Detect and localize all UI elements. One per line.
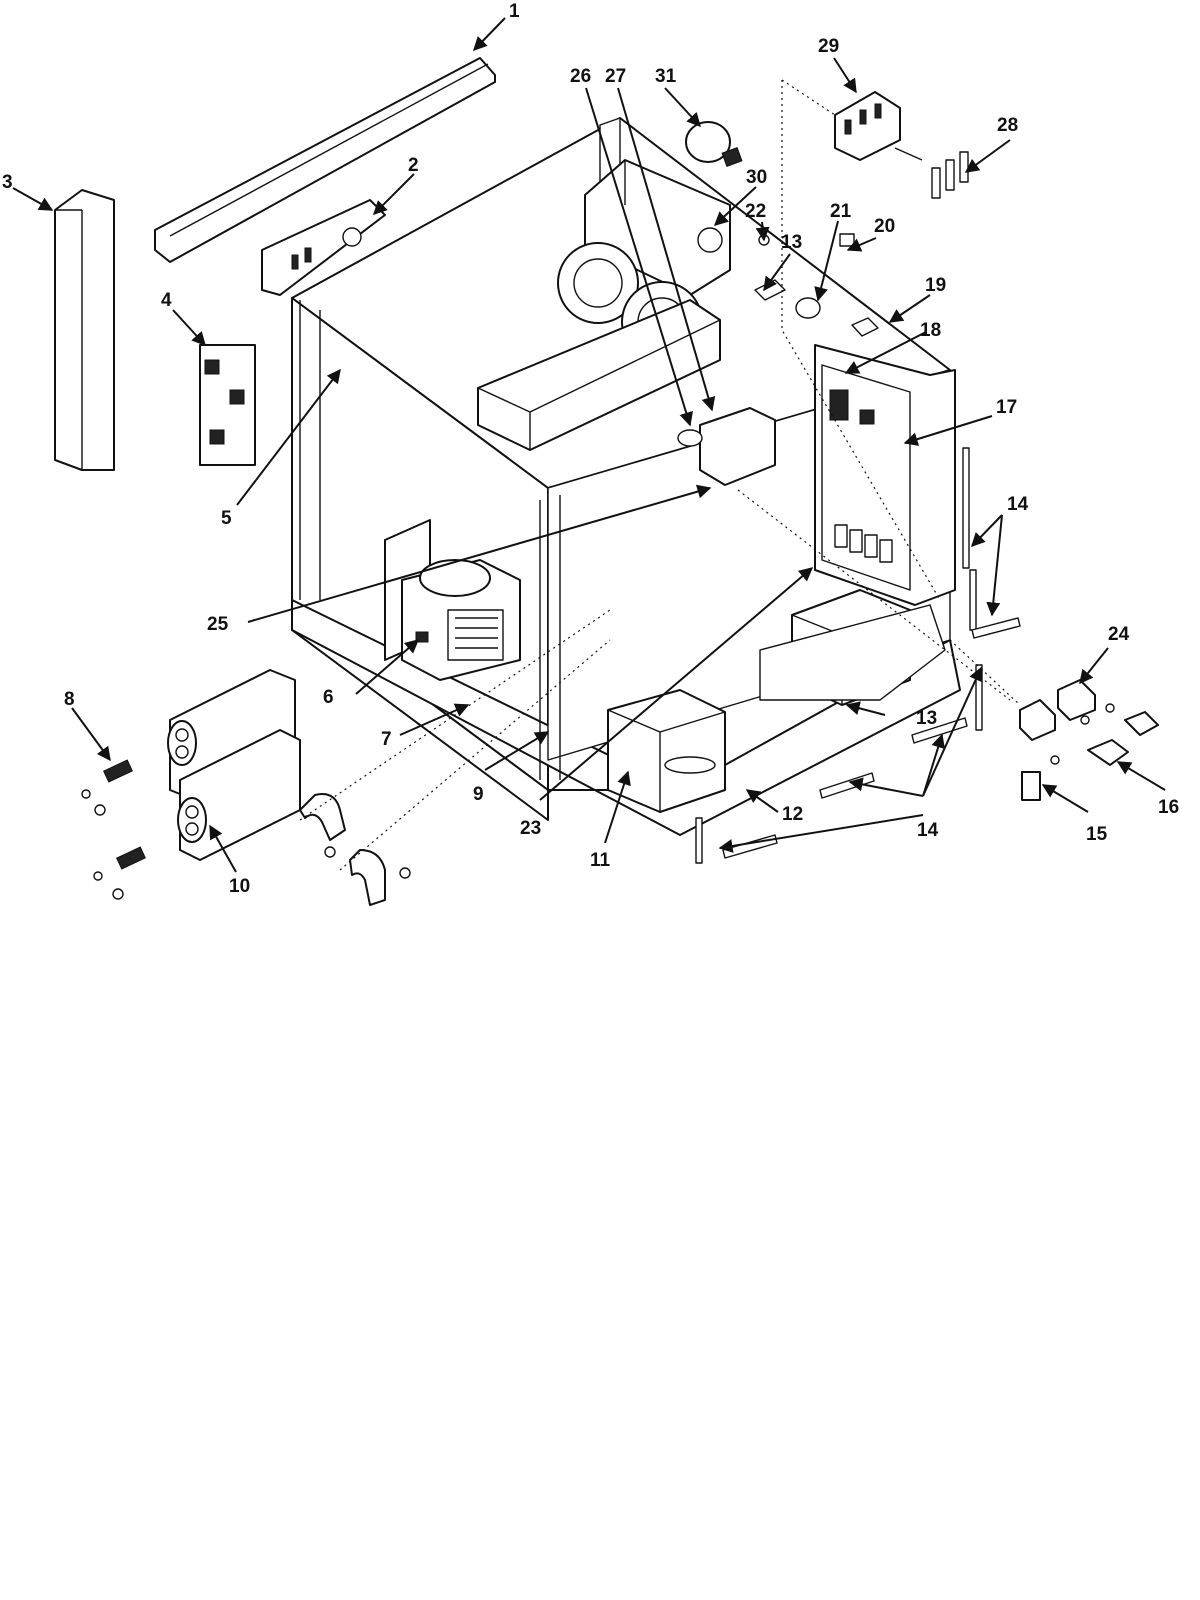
part-8-diodes bbox=[81, 759, 146, 900]
callout-1: 1 bbox=[509, 1, 520, 22]
callout-20: 20 bbox=[874, 216, 895, 237]
part-24-connector bbox=[1019, 679, 1096, 741]
callout-31: 31 bbox=[655, 66, 677, 87]
callout-3: 3 bbox=[2, 172, 13, 193]
callout-30: 30 bbox=[746, 167, 767, 188]
part-4-interlock-switches bbox=[199, 344, 256, 466]
part-29-terminal-block bbox=[834, 91, 901, 161]
part-1-top-trim bbox=[154, 57, 496, 263]
part-17-control-board bbox=[814, 344, 956, 606]
callout-22: 22 bbox=[745, 201, 766, 222]
callout-7: 7 bbox=[381, 729, 392, 750]
callout-16: 16 bbox=[1158, 797, 1179, 818]
callout-29: 29 bbox=[818, 36, 839, 57]
callout-leaders bbox=[12, 17, 1166, 873]
callout-25: 25 bbox=[207, 614, 229, 635]
callout-11: 11 bbox=[590, 850, 611, 871]
part-31-bulb bbox=[685, 121, 743, 167]
callout-labels: 1 2 3 4 5 6 7 8 9 10 11 12 13 13 14 14 1… bbox=[2, 1, 1179, 897]
callout-13-upper: 13 bbox=[781, 232, 802, 253]
callout-4: 4 bbox=[161, 290, 172, 311]
part-11-transformer bbox=[607, 689, 726, 813]
callout-14-lower: 14 bbox=[917, 820, 939, 841]
callout-10: 10 bbox=[229, 876, 250, 897]
callout-12: 12 bbox=[782, 804, 803, 825]
callout-26: 26 bbox=[570, 66, 591, 87]
callout-8: 8 bbox=[64, 689, 75, 710]
callout-18: 18 bbox=[920, 320, 941, 341]
callout-24: 24 bbox=[1108, 624, 1130, 645]
callout-2: 2 bbox=[408, 155, 419, 176]
part-28-fuses bbox=[894, 147, 969, 199]
callout-9: 9 bbox=[473, 784, 484, 805]
right-transformer bbox=[759, 589, 946, 706]
callout-5: 5 bbox=[221, 508, 232, 529]
callout-14-upper: 14 bbox=[1007, 494, 1029, 515]
callout-15: 15 bbox=[1086, 824, 1108, 845]
part-10-capacitors bbox=[167, 669, 301, 861]
callout-23: 23 bbox=[520, 818, 541, 839]
callout-27: 27 bbox=[605, 66, 626, 87]
callout-19: 19 bbox=[925, 275, 946, 296]
part-2-switch-bracket bbox=[261, 199, 386, 296]
callout-6: 6 bbox=[323, 687, 334, 708]
part-3-side-trim bbox=[54, 189, 115, 471]
left-fan-assembly bbox=[384, 519, 521, 681]
waveguide-block bbox=[477, 299, 721, 451]
part-16-connector bbox=[1050, 703, 1159, 766]
part-15-clip bbox=[1021, 771, 1041, 801]
capacitor-clamps bbox=[299, 793, 411, 906]
callout-21: 21 bbox=[830, 201, 852, 222]
part-27-fan-motor bbox=[677, 407, 776, 486]
callout-17: 17 bbox=[996, 397, 1017, 418]
callout-28: 28 bbox=[997, 115, 1018, 136]
callout-13-lower: 13 bbox=[916, 708, 937, 729]
part-14-strips bbox=[695, 447, 1021, 864]
